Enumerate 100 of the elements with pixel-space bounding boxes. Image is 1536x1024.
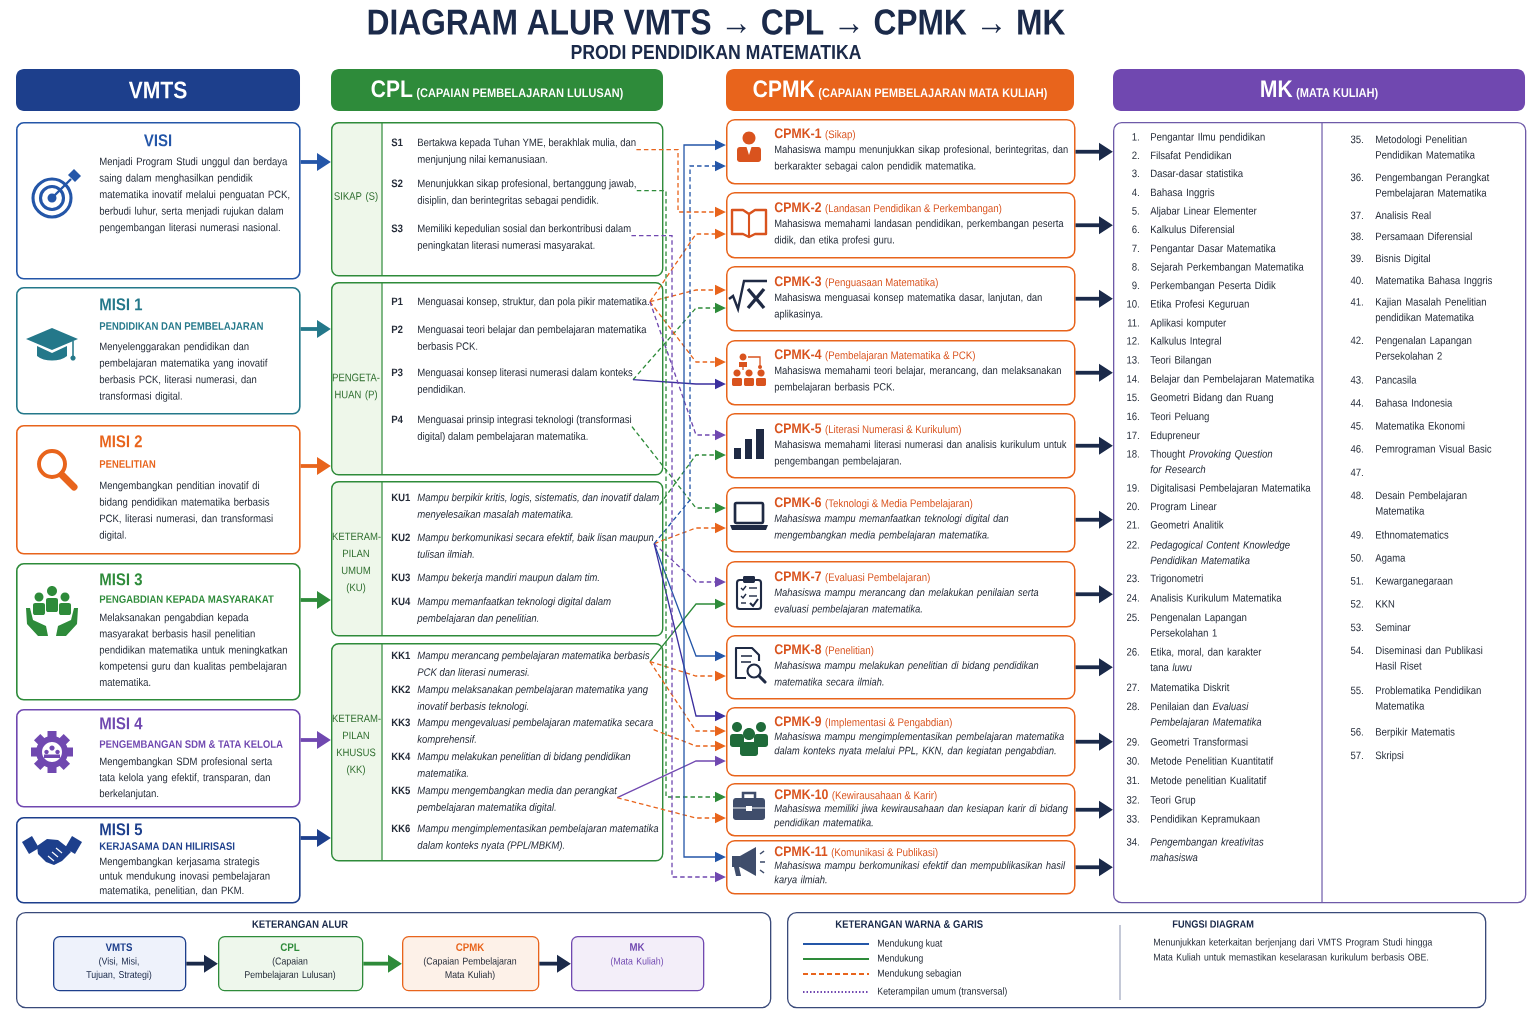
course-name: Desain Pembelajaran Matematika [1376,491,1467,515]
outcome-card [726,192,1076,259]
item-text: Bertakwa kepada Tuhan YME, berakhlak mulia, dan menjunjung nilai kemanusiaan. [417,138,636,166]
list-number: 9. [1132,281,1139,290]
arrow [649,284,726,303]
course-name: KKN [1376,600,1395,608]
flow-box [218,936,364,992]
card-text: Menjadi Program Studi unggul dan berdaya saing dalam menghasilkan pendidik matematika inovatif melalui penguatan PCK, berbudi luhur, serta menjadi rujukan dalam pengembangan literasi numerasi nasional. [99,157,290,234]
box-text: (Capaian Pembelajaran Lulusan) [245,957,336,981]
list-number: 19. [1127,484,1139,492]
card-title: MISI 1 [100,298,143,311]
item-code: KU4 [391,597,411,606]
outcome-card [726,561,1076,628]
list-number: 20. [1127,502,1139,511]
mission-card [16,287,301,415]
item-text: Mampu memanfaatkan teknologi digital dalam pembelajaran dan penelitian. [417,597,611,625]
mission-card [16,425,301,555]
course-name: Persamaan Diferensial [1376,232,1472,241]
item-code: KK3 [391,718,410,727]
list-number: 25. [1127,613,1139,622]
list-number: 49. [1350,531,1363,539]
flow-box [402,936,540,992]
group-panel [331,480,664,637]
item-code: KU3 [391,573,410,582]
subtitle: PRODI PENDIDIKAN MATEMATIKA [571,44,861,60]
course-name: Pengenalan Lapangan Persekolahan 1 [1151,613,1247,637]
box-text: (Mata Kuliah) [610,957,664,967]
item-text: Mampu merancang pembelajaran matematika berbasis PCK dan literasi numerasi. [417,651,650,676]
list-number: 24. [1127,594,1139,602]
course-name: Etika Profesi Keguruan [1151,299,1249,310]
course-name: Skripsi [1375,751,1404,762]
course-name: Matematika Ekonomi [1376,421,1465,430]
outcome-card [726,487,1076,553]
course-list-panel [1113,121,1527,904]
item-code: KK4 [391,752,411,761]
list-number: 7. [1132,244,1139,253]
arrow [616,755,726,799]
mission-card [16,709,301,808]
course-name: Agama [1375,554,1406,564]
card-subtitle: PENGEMBANGAN SDM & TATA KELOLA [99,740,283,748]
course-name: Pengembangan Perangkat Pembelajaran Matematika [1376,173,1490,199]
list-number: 46. [1350,445,1363,453]
list-number: 27. [1127,683,1139,692]
item-text: Mampu berkomunikasi secara efektif, baik lisan maupun tulisan ilmiah. [417,533,654,558]
course-name: Teori Bilangan [1150,355,1211,366]
course-name: Belajar dan Pembelajaran Matematika [1151,374,1315,385]
list-number: 14. [1127,375,1139,383]
item-code: P3 [391,368,403,377]
list-number: 48. [1350,491,1363,500]
group-label: KETERAM- PILAN KHUSUS (KK) [332,714,381,776]
list-number: 29. [1127,738,1139,746]
item-text: Menguasai konsep literasi numerasi dalam konteks pendidikan. [417,368,633,396]
card-text: Mahasiswa mampu berkomunikasi efektif dan mempublikasikan hasil karya ilmiah. [774,861,1066,886]
list-number: 57. [1350,751,1363,760]
card-title: CPMK-5 (Literasi Numerasi & Kurikulum) [774,423,961,436]
outcome-card [726,340,1076,406]
card-title: CPMK-10 (Kewirausahaan & Karir) [774,789,937,802]
list-number: 22. [1127,541,1139,549]
list-number: 41. [1350,298,1363,306]
arrow [653,522,726,545]
vision-card [16,122,301,280]
course-name: Sejarah Perkembangan Matematika [1150,262,1304,273]
card-text: Mahasiswa mampu mengimplementasikan pembelajaran matematika dalam konteks nyata melalui PPL, KKN, dan kegiatan pengabdian. [774,732,1064,757]
course-name: Kewarganegaraan [1376,577,1453,587]
item-code: P4 [391,415,403,424]
card-title: MISI 2 [100,435,142,448]
list-number: 36. [1350,173,1363,182]
list-number: 50. [1350,554,1363,562]
list-number: 16. [1127,412,1139,421]
course-name: Edupreneur [1151,431,1200,442]
course-name: Pengembangan kreativitas mahasiswa [1150,837,1264,862]
list-number: 21. [1127,521,1139,529]
legend-text: Mendukung sebagian [878,969,961,979]
item-text: Mampu berpikir kritis, logis, sistematis, dan inovatif dalam menyelesaikan masalah matematika. [417,493,659,521]
item-code: KU2 [391,533,410,542]
list-number: 10. [1127,300,1139,308]
item-code: S2 [391,179,403,188]
box-title: CPMK [456,943,485,952]
course-name: Pengantar Ilmu pendidikan [1151,132,1265,143]
panel-title: KETERANGAN WARNA & GARIS [835,920,983,928]
flow-box [571,936,705,992]
course-name: Filsafat Pendidikan [1151,151,1231,160]
course-name: Ethnomatematics [1376,530,1449,539]
card-title: CPMK-6 (Teknologi & Media Pembelajaran) [774,497,973,510]
key-panel [787,912,1487,1009]
course-name: Metode penelitian Kualitatif [1151,776,1267,787]
card-title: CPMK-3 (Penguasaan Matematika) [774,276,938,289]
item-text: Menunjukkan sikap profesional, bertanggung jawab, disiplin, dan berintegritas sebagai pendidik. [417,179,636,207]
card-title: CPMK-2 (Landasan Pendidikan & Perkembangan) [774,202,1002,215]
list-number: 37. [1350,211,1363,220]
course-name: Aljabar Linear Elementer [1150,206,1257,217]
list-number: 33. [1126,815,1139,823]
course-name: Program Linear [1151,502,1217,513]
course-name: Metodologi Penelitian Pendidikan Matematika [1376,135,1475,159]
list-number: 44. [1350,399,1363,407]
list-number: 32. [1126,796,1139,804]
card-text: Mengembangkan SDM profesional serta tata kelola yang efektif, transparan, dan berkelanjutan. [99,757,273,800]
arrow [653,160,726,545]
card-text: Mahasiswa mampu melakukan penelitian di bidang pendidikan matematika secara ilmiah. [774,661,1039,686]
course-name: Penilaian dan Evaluasi Pembelajaran Matematika [1150,702,1262,728]
